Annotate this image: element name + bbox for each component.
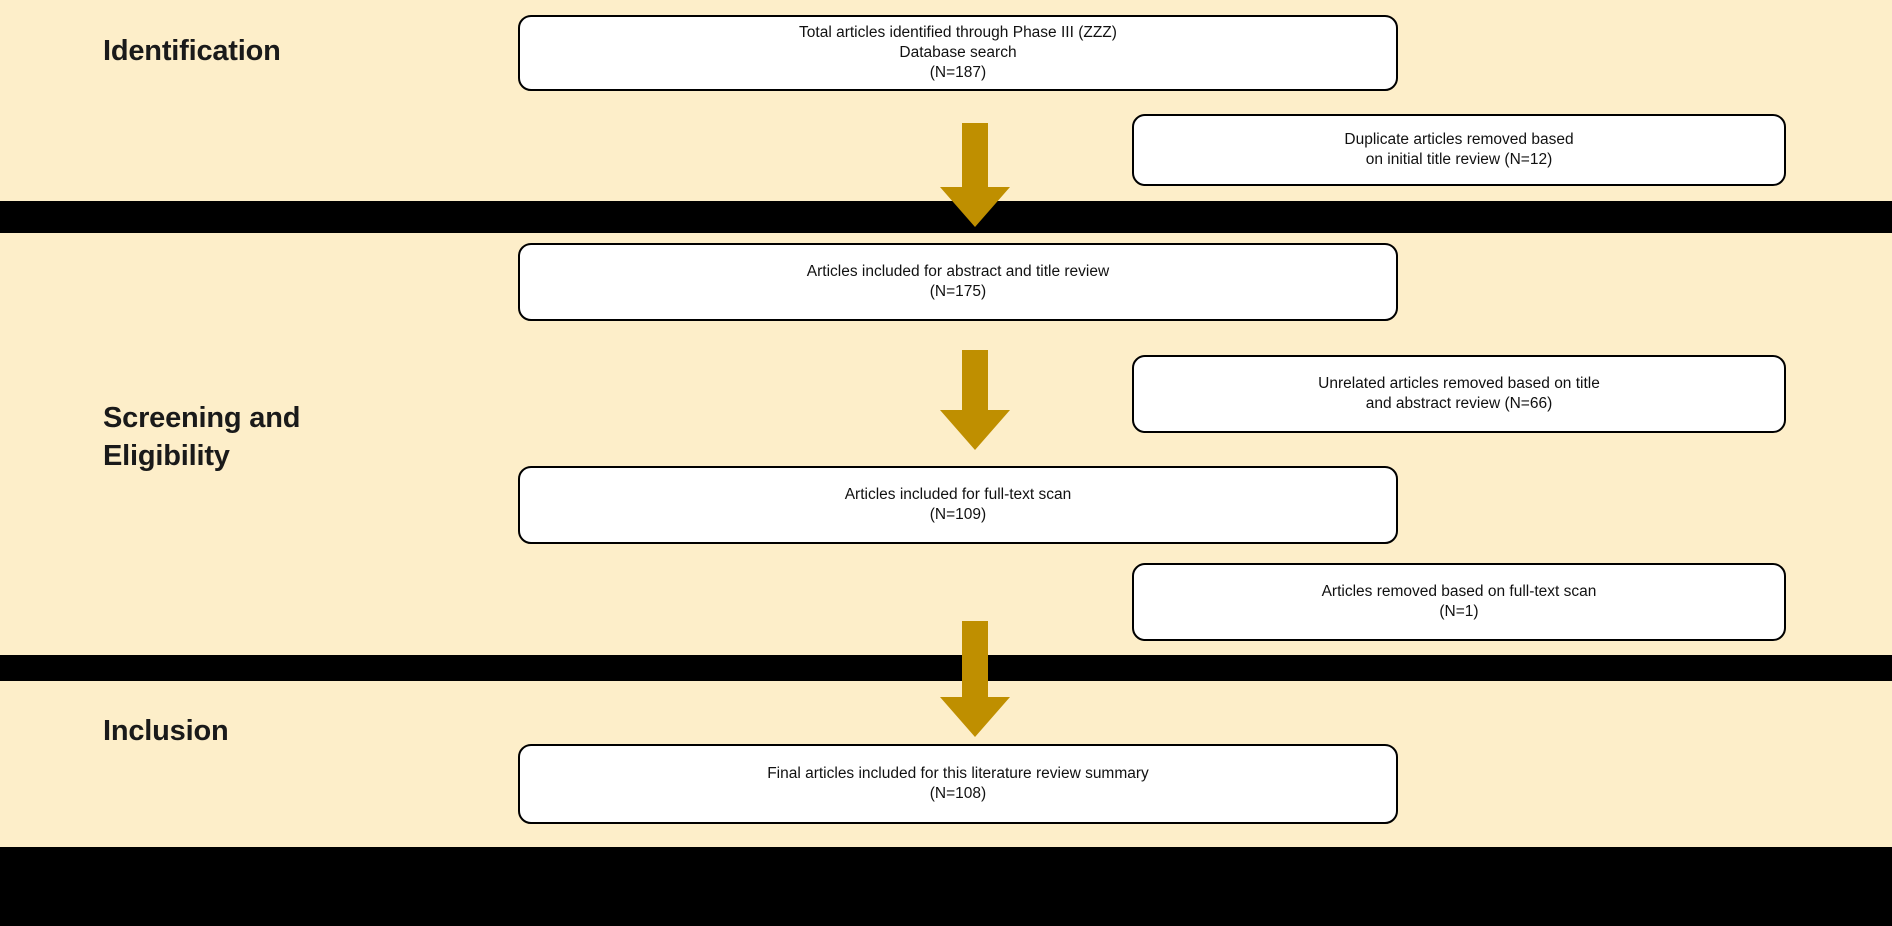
box-final-articles-included: Final articles included for this literat… — [518, 744, 1398, 824]
arrow-head — [940, 187, 1010, 227]
arrow-head — [940, 410, 1010, 450]
box-total-articles-identified: Total articles identified through Phase … — [518, 15, 1398, 91]
stage-label-identification: Identification — [103, 35, 281, 67]
stage-label-screening-and-eligibility: Screening and Eligibility — [103, 402, 301, 472]
section-divider-bottom — [0, 847, 1892, 926]
box-unrelated-articles-removed: Unrelated articles removed based on titl… — [1132, 355, 1786, 433]
box-duplicate-articles-removed: Duplicate articles removed based on init… — [1132, 114, 1786, 186]
down-arrow-icon-identification-to-screening — [940, 123, 1010, 227]
down-arrow-icon-abstract-to-fulltext — [940, 350, 1010, 450]
arrow-shaft — [962, 123, 988, 187]
down-arrow-icon-screening-to-inclusion — [940, 621, 1010, 737]
arrow-shaft — [962, 350, 988, 410]
box-articles-included-full-text-scan: Articles included for full-text scan (N=… — [518, 466, 1398, 544]
arrow-shaft — [962, 621, 988, 697]
stage-label-inclusion: Inclusion — [103, 715, 229, 747]
box-articles-included-abstract-title-review: Articles included for abstract and title… — [518, 243, 1398, 321]
box-articles-removed-full-text-scan: Articles removed based on full-text scan… — [1132, 563, 1786, 641]
section-divider-middle — [0, 655, 1892, 681]
arrow-head — [940, 697, 1010, 737]
